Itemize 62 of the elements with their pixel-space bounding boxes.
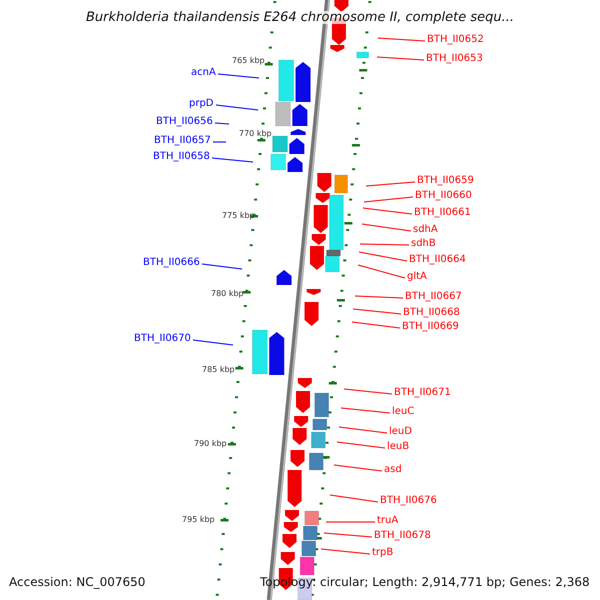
gene-label: BTH_II0664 (409, 255, 466, 265)
scale-label: 775 kbp (222, 212, 255, 220)
gene-label: BTH_II0666 (143, 258, 200, 268)
leader-line (324, 532, 372, 538)
gene-label: asd (384, 465, 402, 475)
leader-line (202, 264, 242, 270)
gene-label: prpD (189, 99, 214, 109)
gene-label: acnA (191, 68, 216, 78)
leader-line (214, 122, 230, 124)
gene-label: BTH_II0676 (380, 496, 437, 506)
gene-label: truA (377, 516, 398, 526)
gene-label: BTH_II0671 (394, 388, 451, 398)
leader-line (360, 244, 410, 246)
leader-line (354, 296, 404, 298)
leader-line (362, 208, 412, 214)
gene-label: BTH_II0652 (427, 35, 484, 45)
leader-line (344, 388, 392, 394)
leader-line (216, 104, 258, 110)
gene-label: BTH_II0670 (134, 334, 191, 344)
gene-label: leuB (387, 442, 410, 452)
gene-label: BTH_II0667 (405, 292, 462, 302)
leader-line (378, 38, 426, 42)
gene-label: BTH_II0661 (414, 208, 471, 218)
leader-line (366, 182, 416, 186)
leader-line (376, 56, 424, 60)
scale-label: 770 kbp (239, 130, 272, 138)
gene-label: BTH_II0668 (403, 308, 460, 318)
accession-text: Accession: NC_007650 (9, 576, 146, 588)
leader-line (358, 264, 406, 278)
leader-line (218, 74, 260, 78)
gene-label: leuD (389, 427, 412, 437)
leader-line (334, 464, 382, 472)
leader-line (340, 408, 390, 414)
gene-label: sdhB (411, 239, 436, 249)
leader-line (330, 494, 378, 502)
gene-label: BTH_II0660 (415, 191, 472, 201)
scale-label: 765 kbp (232, 57, 265, 65)
scale-label: 790 kbp (194, 440, 227, 448)
scale-label: 780 kbp (211, 290, 244, 298)
leader-line (352, 308, 402, 314)
gene-label: BTH_II0656 (156, 117, 213, 127)
gene-label: leuC (392, 407, 414, 417)
scale-label: 795 kbp (182, 516, 215, 524)
gene-label: BTH_II0669 (402, 322, 459, 332)
leader-line (320, 548, 370, 554)
leader-line (192, 340, 234, 346)
scale-label: 785 kbp (202, 366, 235, 374)
gene-label: BTH_II0657 (154, 136, 211, 146)
leader-line (358, 252, 408, 262)
gene-label: sdhA (413, 225, 438, 235)
leader-line (352, 322, 400, 328)
leader-line (364, 196, 414, 202)
gene-label: trpB (372, 548, 394, 558)
leader-line (212, 158, 254, 162)
gene-label: BTH_II0678 (374, 531, 431, 541)
gene-label: gltA (407, 272, 427, 282)
leader-line (338, 426, 388, 434)
leader-line (362, 224, 412, 232)
gene-label: BTH_II0659 (417, 176, 474, 186)
gene-label: BTH_II0653 (426, 54, 483, 64)
gene-label: BTH_II0658 (153, 152, 210, 162)
leader-line (336, 442, 386, 448)
